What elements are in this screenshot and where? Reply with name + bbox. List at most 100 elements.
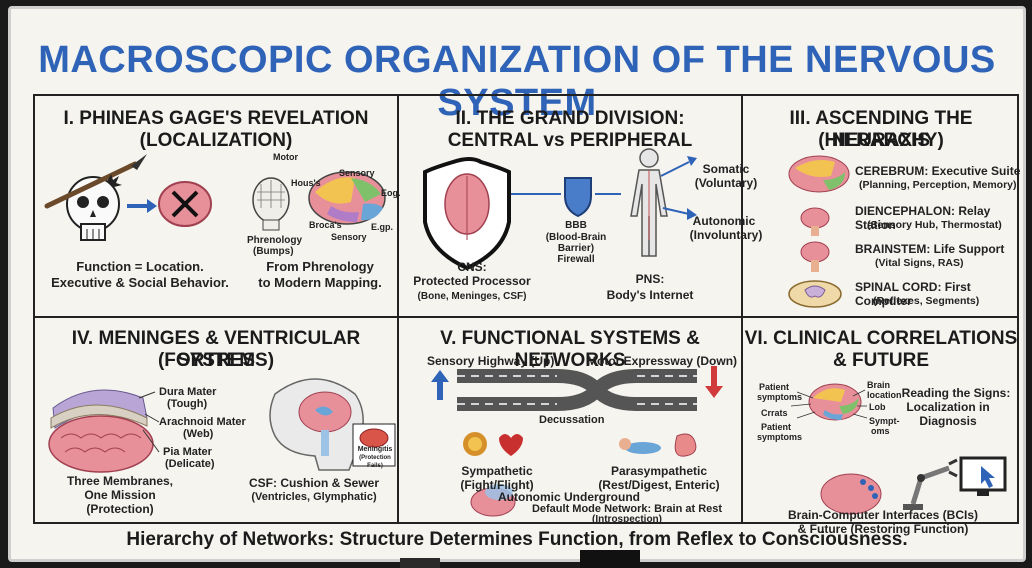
diagram-label: Patient — [759, 382, 790, 392]
mapped-brain-icon — [308, 171, 386, 225]
monitor-icon — [959, 456, 1007, 496]
somatic-label: Somatic — [702, 162, 750, 176]
pia-label: Pia Mater — [163, 446, 212, 458]
bbb-label: Barrier) — [557, 243, 595, 254]
board-tray — [400, 558, 440, 568]
shield-icon — [423, 157, 511, 271]
divider — [741, 96, 743, 522]
panel-heading: I. PHINEAS GAGE'S REVELATION — [63, 108, 369, 129]
diagram-label: oms — [871, 426, 890, 436]
motor-expressway-label: Motor Expressway (Down) — [587, 354, 738, 368]
intestine-icon — [674, 433, 697, 457]
caption: Function = Location. — [76, 259, 204, 274]
pns-label: Body's Internet — [606, 288, 694, 302]
diagram-label: Brain — [867, 380, 891, 390]
panel-heading: III. ASCENDING THE NEURAXIS — [789, 108, 973, 151]
dura-label: Dura Mater — [159, 386, 217, 398]
cns-pns-illustration — [423, 148, 697, 271]
damaged-brain-icon — [158, 181, 212, 227]
sensory-highway-label: Sensory Highway (Up) — [427, 354, 555, 368]
divider — [397, 96, 399, 522]
autonomic-label: Autonomic — [692, 214, 756, 228]
whiteboard: MACROSCOPIC ORGANIZATION OF THE NERVOUS … — [8, 6, 1026, 562]
dura-label: (Tough) — [167, 398, 208, 410]
gage-illustration — [44, 154, 386, 241]
arrow-icon — [127, 199, 157, 213]
down-arrow-icon — [705, 366, 723, 398]
colored-brain-icon — [808, 383, 862, 421]
autonomic-underground-label: Autonomic Underground — [498, 490, 640, 504]
meningitis-label: (Protection Fails) — [359, 455, 391, 469]
diagram-label: Lob — [869, 402, 886, 412]
dmn-label: Default Mode Network: Brain at Rest — [531, 503, 723, 515]
caption: to Modern Mapping. — [258, 275, 382, 290]
sensory-label: Sensory — [331, 232, 367, 242]
cns-label: CNS: — [457, 260, 487, 274]
spinal-cord-icon — [788, 280, 842, 308]
panel-heading: (HIERARCHY) — [818, 130, 944, 151]
panel-clinical: VI. CLINICAL CORRELATIONS & FUTURE Patie… — [743, 318, 1019, 536]
panel-division: II. THE GRAND DIVISION: CENTRAL vs PERIP… — [399, 96, 762, 316]
panel-hierarchy: III. ASCENDING THE NEURAXIS (HIERARCHY) … — [743, 96, 1020, 316]
diagram-label: Crrats — [761, 408, 788, 418]
hierarchy-item: BRAINSTEM: Life Support — [855, 242, 1005, 256]
phrenology-label: (Bumps) — [253, 246, 294, 257]
broca-label: Broca's — [309, 220, 342, 230]
parasympathetic-label: Parasympathetic — [610, 464, 708, 478]
robot-arm-icon — [903, 458, 958, 510]
hierarchy-item: (Planning, Perception, Memory) — [859, 179, 1017, 191]
bci-label: & Future (Restoring Function) — [797, 522, 969, 536]
sympathetic-label: (Fight/Flight) — [460, 478, 534, 492]
autonomic-label: (Involuntary) — [689, 228, 763, 242]
brainstem-icon — [800, 241, 830, 272]
diagram-label: location — [867, 390, 902, 400]
head-sagittal-icon — [269, 378, 364, 471]
diagram-label: Patient — [761, 422, 792, 432]
caption: One Mission — [84, 488, 156, 502]
diagram-label: symptoms — [757, 392, 803, 402]
diagnosis-label: Localization in Diagnosis — [906, 400, 990, 428]
caption: (Protection) — [86, 502, 154, 516]
phrenology-label: Phrenology — [247, 235, 303, 246]
caption: Executive & Social Behavior. — [51, 275, 229, 290]
cns-label: (Bone, Meninges, CSF) — [417, 291, 527, 302]
lion-icon — [463, 432, 487, 456]
divider — [35, 316, 1017, 318]
bbb-shield-icon — [564, 177, 592, 218]
human-figure-icon — [630, 148, 668, 257]
caption: Three Membranes, — [66, 474, 174, 488]
area-label: E.gp. — [371, 222, 393, 232]
panel-localization: I. PHINEAS GAGE'S REVELATION (LOCALIZATI… — [35, 96, 401, 316]
up-arrow-icon — [431, 370, 449, 400]
sleeping-person-icon — [619, 438, 661, 454]
panel-heading: IV. MENINGES & VENTRICULAR SYSTEM — [71, 328, 361, 371]
pns-label: PNS: — [635, 272, 665, 286]
meningitis-label: Meningitis — [357, 446, 393, 453]
neuraxis-illustration — [788, 155, 850, 308]
diagram-label: Sympt- — [869, 416, 900, 426]
parasympathetic-label: (Rest/Digest, Enteric) — [598, 478, 720, 492]
page-title: MACROSCOPIC ORGANIZATION OF THE NERVOUS … — [38, 39, 996, 124]
panel-heading: (FORTRESS) — [157, 350, 275, 371]
area-label: Eog. — [381, 188, 401, 198]
decussation-label: Decussation — [539, 414, 605, 426]
panel-meninges: IV. MENINGES & VENTRICULAR SYSTEM (FORTR… — [35, 318, 397, 524]
bbb-label: BBB — [565, 220, 587, 231]
brain-layers-icon — [48, 389, 154, 473]
brain-cloud-icon — [470, 484, 516, 517]
area-label: Hous's — [291, 178, 321, 188]
panel-grid: I. PHINEAS GAGE'S REVELATION (LOCALIZATI… — [33, 94, 1020, 536]
diagram-label: symptoms — [757, 432, 803, 442]
panel-heading: II. THE GRAND DIVISION: — [455, 108, 685, 129]
panel-networks: V. FUNCTIONAL SYSTEMS & NETWORKS Sensory… — [399, 318, 741, 525]
arrow-icon — [660, 156, 697, 220]
clinical-illustration — [790, 383, 1007, 515]
iron-rod-icon — [44, 154, 147, 209]
sensory-label: Sensory — [339, 168, 375, 178]
dmn-label: (Introspection) — [592, 514, 662, 525]
cns-label: Protected Processor — [413, 274, 531, 288]
cerebrum-icon — [788, 155, 850, 193]
panel-heading: CENTRAL vs PERIPHERAL — [447, 130, 693, 151]
diagnosis-label: Reading the Signs: — [901, 386, 1011, 400]
eraser — [580, 550, 640, 568]
